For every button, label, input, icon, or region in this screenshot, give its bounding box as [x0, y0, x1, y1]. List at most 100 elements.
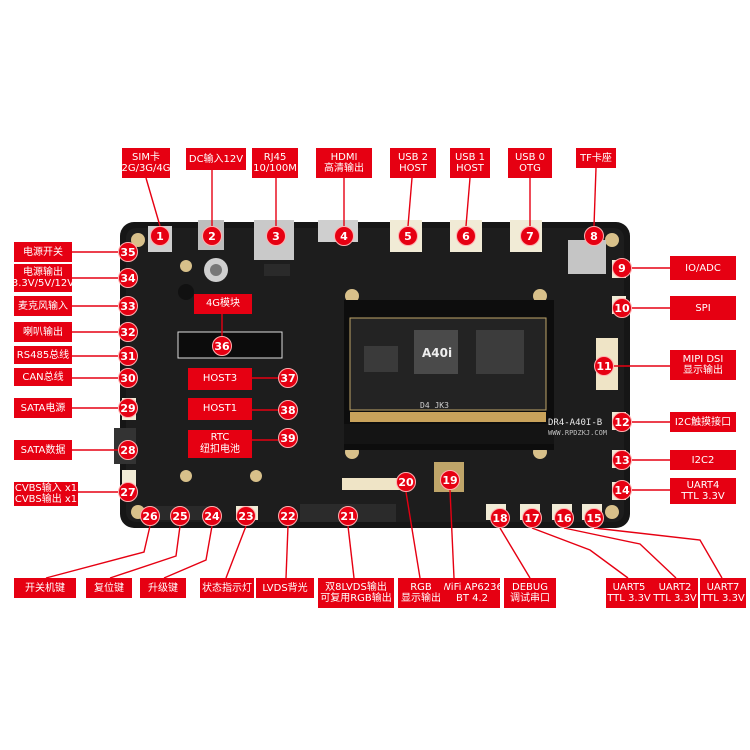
som-emmc [364, 346, 398, 372]
callout-label-line: HOST3 [202, 373, 238, 384]
callout-label-line: CAN总线 [22, 371, 64, 383]
callout-line-6 [465, 177, 471, 227]
callout-label-33: 麦克风输入 [14, 296, 72, 316]
callout-number-26: 26 [140, 506, 160, 526]
callout-line-25 [109, 525, 181, 579]
callout-label-line: SATA数据 [20, 444, 66, 456]
callout-label-12: I2C触摸接口 [670, 412, 736, 432]
callout-number-3: 3 [266, 226, 286, 246]
callout-label-line: RTC [210, 432, 230, 443]
callout-label-line: SIM卡 [132, 152, 160, 163]
callout-number-34: 34 [118, 268, 138, 288]
callout-number-24: 24 [202, 506, 222, 526]
callout-label-line: RS485总线 [16, 349, 70, 361]
callout-label-line: 开关机键 [25, 582, 65, 594]
callout-label-line: UART7 [706, 582, 740, 593]
callout-number-17: 17 [522, 508, 542, 528]
callout-number-15: 15 [584, 508, 604, 528]
callout-number-25: 25 [170, 506, 190, 526]
board-model-silk: DR4-A40I-B [548, 418, 603, 428]
callout-label-line: USB 1 [454, 152, 486, 163]
callout-label-line: 电源输出 [23, 267, 63, 278]
callout-label-38: HOST1 [188, 398, 252, 420]
callout-number-27: 27 [118, 482, 138, 502]
callout-label-line: TTL 3.3V [653, 593, 697, 604]
callout-line-15 [593, 527, 723, 579]
callout-number-6: 6 [456, 226, 476, 246]
callout-label-line: 麦克风输入 [18, 300, 68, 312]
callout-label-line: 4G模块 [205, 298, 241, 309]
callout-label-line: HOST [456, 163, 484, 174]
callout-label-35: 电源开关 [14, 242, 72, 262]
callout-number-38: 38 [278, 400, 298, 420]
callout-label-line: DEBUG [512, 582, 548, 593]
callout-label-line: 升级键 [148, 582, 178, 594]
callout-number-23: 23 [236, 506, 256, 526]
callout-line-8 [593, 167, 597, 227]
callout-label-line: RJ45 [263, 152, 287, 163]
callout-label-2: DC输入12V [186, 148, 246, 170]
callout-label-line: UART4 [686, 480, 720, 491]
callout-label-line: TF卡座 [580, 152, 612, 164]
callout-number-18: 18 [490, 508, 510, 528]
callout-number-7: 7 [520, 226, 540, 246]
callout-number-8: 8 [584, 226, 604, 246]
capacitor [178, 284, 194, 300]
ic-chip [264, 264, 290, 276]
callout-label-line: 高清输出 [324, 163, 364, 174]
board-site-silk: WWW.RPDZKJ.COM [548, 429, 608, 437]
callout-line-21 [347, 525, 355, 579]
mount-hole [345, 289, 359, 303]
som-ram [476, 330, 524, 374]
callout-line-1 [145, 177, 161, 227]
callout-number-31: 31 [118, 346, 138, 366]
callout-label-29: SATA电源 [14, 398, 72, 418]
callout-label-30: CAN总线 [14, 368, 72, 386]
mount-hole [180, 470, 192, 482]
callout-label-line: RGB [410, 582, 432, 593]
callout-number-14: 14 [612, 480, 632, 500]
callout-label-line: I2C触摸接口 [674, 416, 732, 428]
callout-label-8: TF卡座 [576, 148, 616, 168]
callout-label-line: 调试串口 [510, 593, 550, 604]
callout-number-2: 2 [202, 226, 222, 246]
mount-hole [605, 233, 619, 247]
callout-label-line: 状态指示灯 [202, 582, 252, 594]
callout-label-28: SATA数据 [14, 440, 72, 460]
mount-hole [250, 470, 262, 482]
callout-label-line: MIPI DSI [682, 354, 724, 365]
rtc-battery [210, 264, 222, 276]
callout-label-9: IO/ADC [670, 256, 736, 280]
callout-number-13: 13 [612, 450, 632, 470]
callout-label-13: I2C2 [670, 450, 736, 470]
som-gold-fingers [350, 412, 546, 422]
mount-hole [533, 289, 547, 303]
callout-line-5 [407, 177, 413, 227]
callout-label-line: HDMI [330, 152, 358, 163]
callout-label-line: SATA电源 [20, 402, 66, 414]
callout-number-11: 11 [594, 356, 614, 376]
dimm-latch [344, 424, 554, 444]
callout-label-line: TTL 3.3V [607, 593, 651, 604]
callout-lines [45, 167, 723, 579]
callout-number-10: 10 [612, 298, 632, 318]
som-brand: A40i [422, 346, 453, 360]
callout-label-line: 可复用RGB输出 [320, 593, 392, 604]
callout-line-17 [531, 527, 629, 579]
callout-number-28: 28 [118, 440, 138, 460]
mount-hole [180, 260, 192, 272]
callout-label-36: 4G模块 [194, 294, 252, 314]
callout-label-line: 显示输出 [683, 365, 723, 376]
callout-label-line: 10/100M [253, 163, 297, 174]
